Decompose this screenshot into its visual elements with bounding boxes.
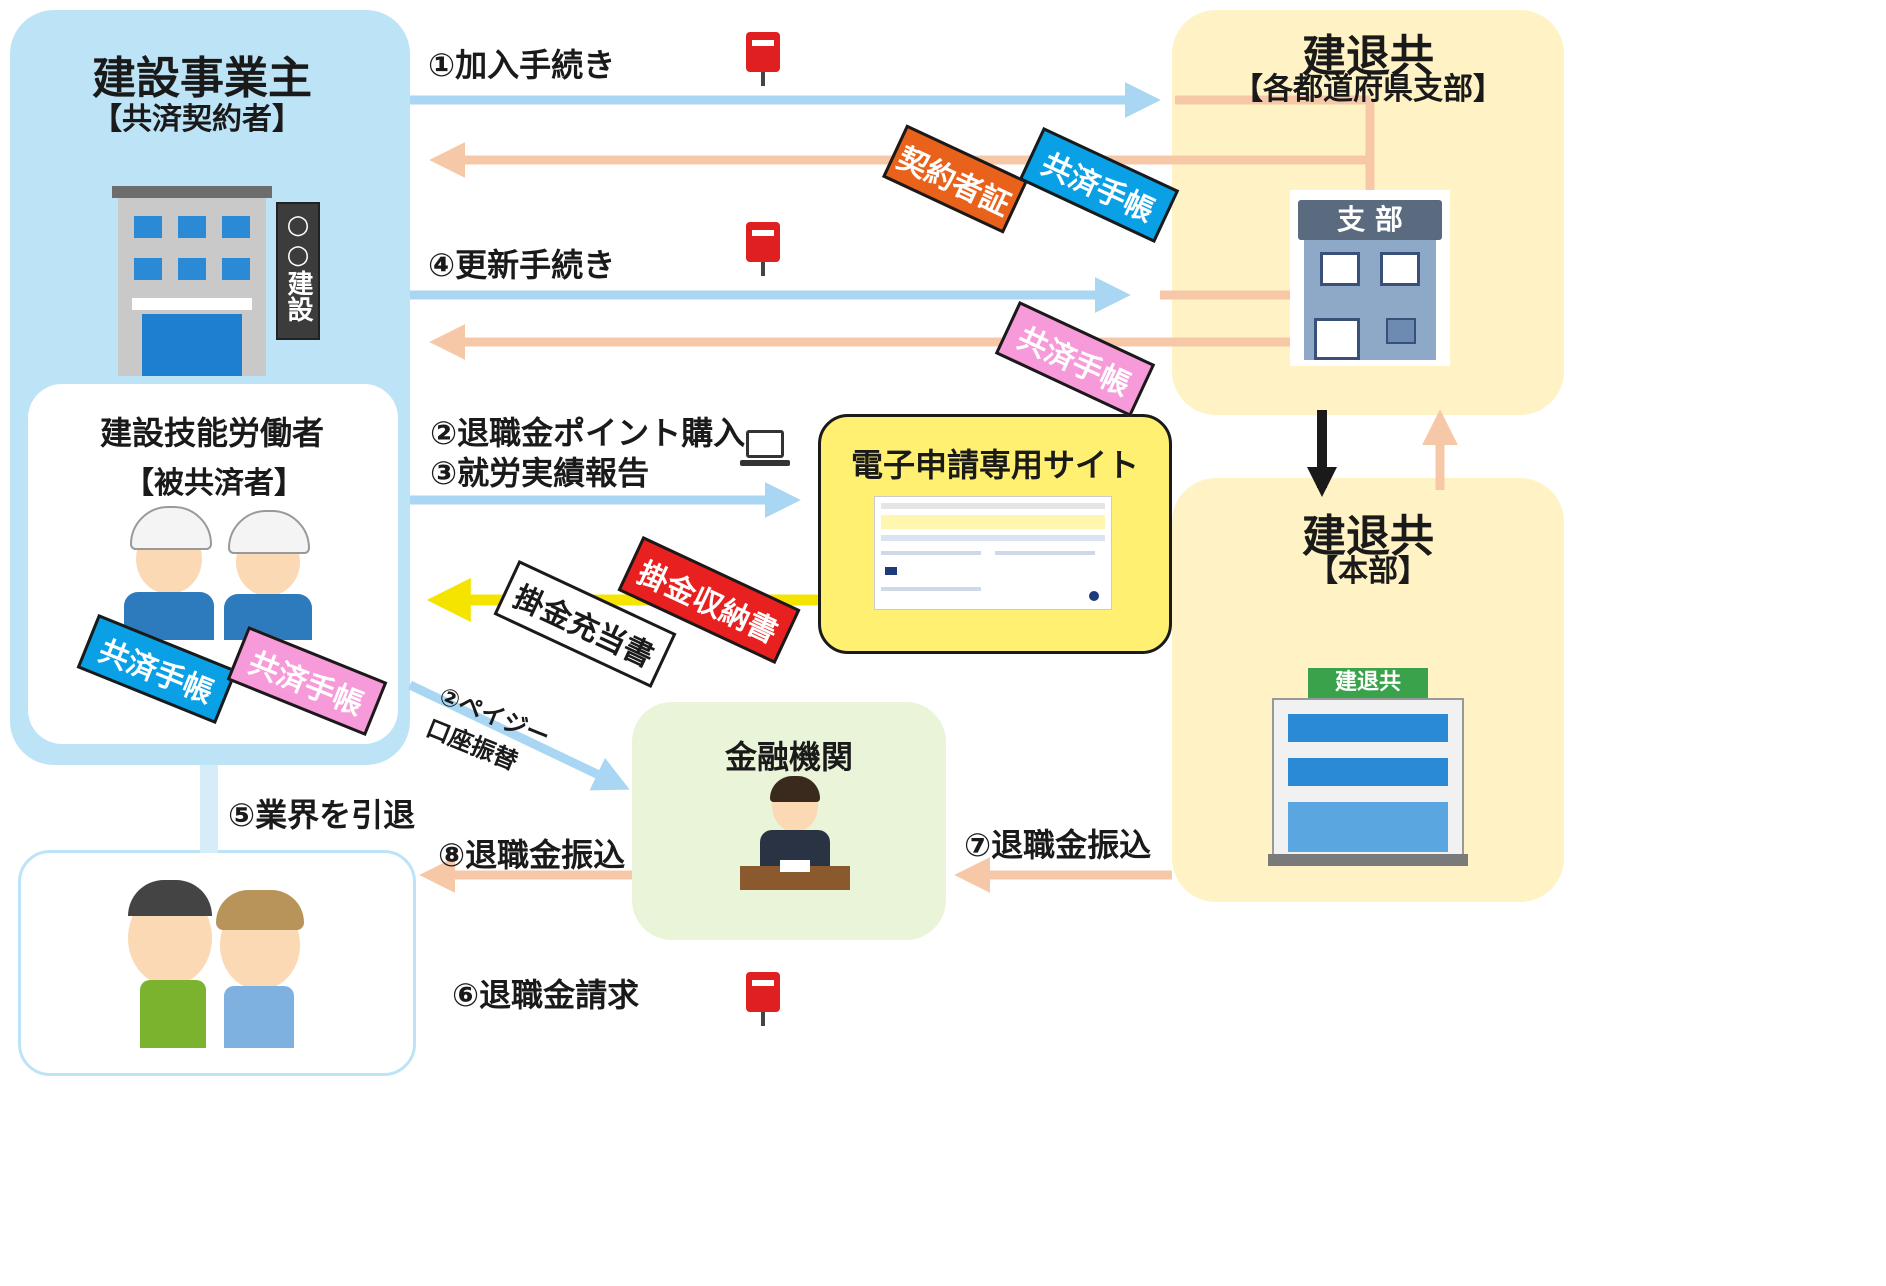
bank-title: 金融機関 [724,738,853,776]
mailbox-icon [746,222,780,276]
retiree-illustration [120,880,320,1050]
laptop-icon [740,430,790,470]
flow-renew-label: ④更新手続き [428,246,616,284]
flow-retire-label: ⑤業界を引退 [228,796,416,834]
worker-illustration [96,500,346,640]
hq-subtitle: 【本部】 [1308,554,1428,589]
retiree-panel [18,850,416,1076]
flow-join-label: ①加入手続き [428,46,616,84]
bank-teller-illustration [740,776,850,890]
employer-sign: ○○建設 [276,202,320,340]
flow-points-label: ②退職金ポイント購入 [430,414,746,452]
flow-transfer-bank-label: ⑧退職金振込 [438,836,626,874]
employer-building-icon [112,186,272,376]
flow-transfer-hq-label: ⑦退職金振込 [964,826,1152,864]
mailbox-icon [746,972,780,1026]
branch-subtitle: 【各都道府県支部】 [1233,72,1503,107]
retire-connector [200,765,218,853]
hq-building-icon: 建退共 [1268,668,1468,866]
site-title: 電子申請専用サイト [850,446,1139,484]
employer-subtitle: 【共済契約者】 [92,102,302,137]
mailbox-icon [746,32,780,86]
worker-title: 建設技能労働者 [100,414,325,452]
branch-building-icon: 支 部 [1290,190,1450,366]
hq-building-sign: 建退共 [1308,668,1428,698]
hq-title: 建退共 [1302,511,1434,562]
flow-report-label: ③就労実績報告 [430,454,650,492]
worker-subtitle: 【被共済者】 [124,466,304,501]
flow-claim-label: ⑥退職金請求 [452,976,640,1014]
employer-sign-text: ○○建設 [283,210,313,322]
branch-building-sign: 支 部 [1337,203,1403,236]
branch-title: 建退共 [1302,31,1434,82]
employer-title: 建設事業主 [92,53,312,104]
arrow-payeasy [408,680,630,791]
site-screenshot-thumbnail [874,496,1112,610]
